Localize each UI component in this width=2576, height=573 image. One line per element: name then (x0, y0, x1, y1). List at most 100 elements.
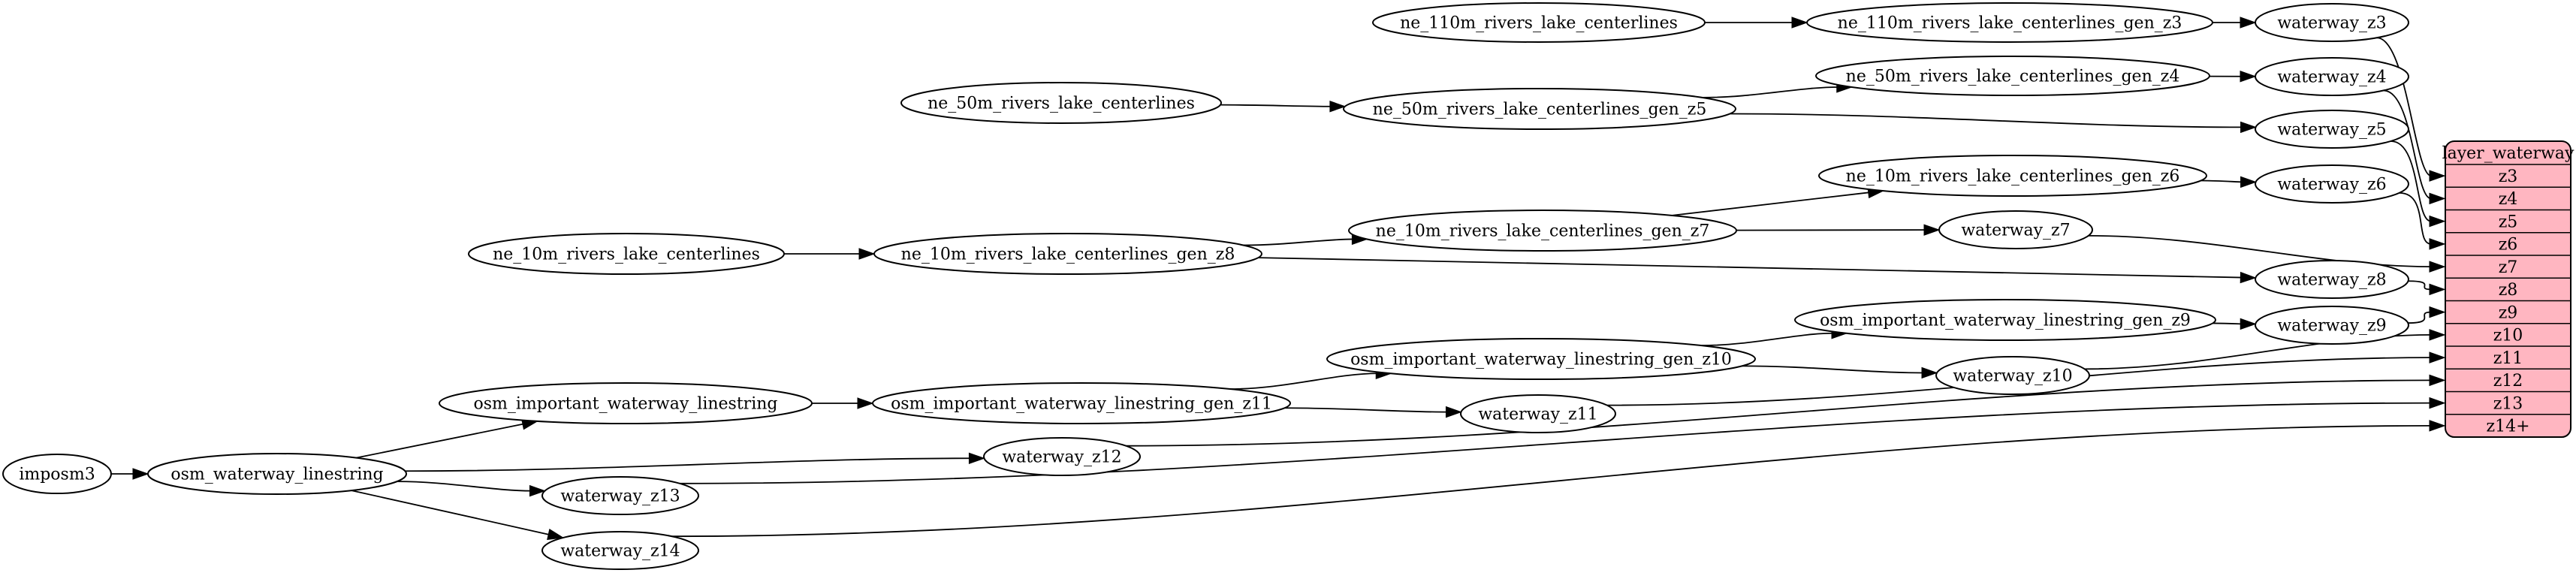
edge-ne_50m_rivers_lake_centerlines_gen_z5-to-ne_50m_rivers_lake_centerlines_gen_z4 (1702, 81, 1854, 98)
table-row-z5: z5 (2499, 213, 2518, 231)
node-ne_10m_rivers_lake_centerlines_gen_z6: ne_10m_rivers_lake_centerlines_gen_z6 (1818, 155, 2207, 197)
node-waterway_z5: waterway_z5 (2255, 110, 2409, 149)
nodes-layer: imposm3 osm_waterway_linestring osm_import… (2, 2, 2409, 570)
node-osm_important_waterway_linestring_gen_z11: osm_important_waterway_linestring_gen_z1… (872, 382, 1291, 424)
table-row-z13: z13 (2493, 394, 2523, 413)
node-ne_50m_rivers_lake_centerlines_gen_z5: ne_50m_rivers_lake_centerlines_gen_z5 (1343, 88, 1736, 130)
node-ne_50m_rivers_lake_centerlines: ne_50m_rivers_lake_centerlines (900, 82, 1222, 124)
edge-ne_10m_rivers_lake_centerlines-to-ne_10m_rivers_lake_centerlines_gen_z8 (783, 248, 876, 260)
arrowhead-icon (2429, 420, 2446, 432)
node-ne_110m_rivers_lake_centerlines_gen_z3: ne_110m_rivers_lake_centerlines_gen_z3 (1806, 2, 2213, 43)
arrowhead-icon (2429, 351, 2446, 363)
edge-osm_waterway_linestring-to-waterway_z14 (351, 490, 565, 541)
node-ellipse (2255, 57, 2409, 96)
node-label-waterway_z4: waterway_z4 (2277, 68, 2386, 87)
node-label-ne_110m_rivers_lake_centerlines: ne_110m_rivers_lake_centerlines (1400, 14, 1678, 33)
node-ellipse (1815, 56, 2210, 96)
node-waterway_z9: waterway_z9 (2255, 306, 2409, 345)
arrowhead-icon (547, 529, 565, 541)
table-row-z14+: z14+ (2486, 418, 2529, 436)
node-label-osm_waterway_linestring: osm_waterway_linestring (170, 466, 383, 484)
node-osm_important_waterway_linestring_gen_z10: osm_important_waterway_linestring_gen_z1… (1326, 338, 1756, 380)
node-waterway_z11: waterway_z11 (1460, 394, 1616, 433)
node-waterway_z14: waterway_z14 (541, 531, 699, 570)
table-row-z4: z4 (2499, 190, 2518, 209)
arrowhead-icon (2429, 238, 2446, 250)
node-ellipse (147, 453, 407, 495)
node-label-osm_important_waterway_linestring_gen_z9: osm_important_waterway_linestring_gen_z9 (1820, 312, 2191, 330)
node-label-waterway_z5: waterway_z5 (2277, 121, 2386, 140)
edge-osm_waterway_linestring-to-osm_important_waterway_linestring (356, 418, 539, 459)
edge-waterway_z12-to-layer_waterway-z12 (1126, 374, 2446, 447)
node-label-osm_important_waterway_linestring_gen_z10: osm_important_waterway_linestring_gen_z1… (1350, 351, 1732, 369)
node-ne_10m_rivers_lake_centerlines: ne_10m_rivers_lake_centerlines (468, 233, 785, 275)
node-waterway_z3: waterway_z3 (2255, 3, 2409, 42)
table-title: layer_waterway (2442, 144, 2574, 163)
node-label-waterway_z13: waterway_z13 (560, 487, 680, 506)
table-row-z8: z8 (2499, 281, 2518, 300)
edge-waterway_z7-to-layer_waterway-z7 (2088, 234, 2446, 273)
node-ellipse (983, 437, 1141, 476)
arrowhead-icon (2429, 283, 2446, 296)
node-ne_10m_rivers_lake_centerlines_gen_z7: ne_10m_rivers_lake_centerlines_gen_z7 (1348, 210, 1737, 252)
table-row-z9: z9 (2499, 303, 2518, 322)
node-label-ne_10m_rivers_lake_centerlines_gen_z7: ne_10m_rivers_lake_centerlines_gen_z7 (1376, 222, 1710, 241)
arrowhead-icon (2240, 121, 2258, 134)
table-row-z3: z3 (2499, 167, 2518, 186)
arrowhead-icon (2240, 71, 2257, 83)
edge-osm_important_waterway_linestring_gen_z11-to-waterway_z11 (1284, 406, 1462, 418)
arrowhead-icon (1329, 101, 1347, 113)
node-ellipse (1938, 210, 2093, 249)
edge-osm_waterway_linestring-to-waterway_z12 (405, 452, 985, 472)
node-ellipse (541, 476, 699, 515)
node-ne_10m_rivers_lake_centerlines_gen_z8: ne_10m_rivers_lake_centerlines_gen_z8 (873, 233, 1262, 275)
arrowhead-icon (529, 484, 546, 497)
node-osm_waterway_linestring: osm_waterway_linestring (147, 453, 407, 495)
node-label-waterway_z10: waterway_z10 (1953, 367, 2072, 386)
edge-waterway_z8-to-layer_waterway-z8 (2408, 280, 2446, 296)
edge-ne_50m_rivers_lake_centerlines_gen_z5-to-waterway_z5 (1730, 113, 2258, 134)
node-ellipse (2255, 3, 2409, 42)
edge-imposm3-to-osm_waterway_linestring (110, 468, 149, 480)
node-ellipse (1326, 338, 1756, 380)
arrowhead-icon (1445, 406, 1462, 418)
arrowhead-icon (858, 248, 876, 260)
table-background (2445, 140, 2571, 438)
table-row-z10: z10 (2493, 327, 2523, 345)
node-label-ne_10m_rivers_lake_centerlines: ne_10m_rivers_lake_centerlines (493, 246, 760, 264)
arrowhead-icon (1923, 224, 1941, 236)
edge-ne_10m_rivers_lake_centerlines_gen_z8-to-ne_10m_rivers_lake_centerlines_gen_z7 (1243, 233, 1368, 246)
arrowhead-icon (2429, 170, 2446, 182)
node-ne_50m_rivers_lake_centerlines_gen_z4: ne_50m_rivers_lake_centerlines_gen_z4 (1815, 56, 2210, 96)
node-label-ne_110m_rivers_lake_centerlines_gen_z3: ne_110m_rivers_lake_centerlines_gen_z3 (1838, 14, 2182, 33)
edge-osm_important_waterway_linestring_gen_z10-to-waterway_z10 (1742, 365, 1938, 379)
node-label-ne_10m_rivers_lake_centerlines_gen_z8: ne_10m_rivers_lake_centerlines_gen_z8 (901, 246, 1235, 264)
node-ellipse (1343, 88, 1736, 130)
node-osm_important_waterway_linestring: osm_important_waterway_linestring (439, 382, 813, 424)
node-imposm3: imposm3 (2, 454, 112, 494)
node-ellipse (1935, 356, 2090, 395)
node-ellipse (2, 454, 112, 494)
arrowhead-icon (1921, 366, 1938, 379)
arrowhead-icon (2429, 397, 2446, 409)
node-waterway_z6: waterway_z6 (2255, 164, 2409, 204)
node-ellipse (468, 233, 785, 275)
node-label-ne_50m_rivers_lake_centerlines: ne_50m_rivers_lake_centerlines (928, 95, 1195, 113)
edge-osm_waterway_linestring-to-waterway_z13 (397, 481, 546, 497)
node-ellipse (1348, 210, 1737, 252)
arrowhead-icon (1791, 17, 1808, 29)
edge-ne_110m_rivers_lake_centerlines-to-ne_110m_rivers_lake_centerlines_gen_z3 (1705, 17, 1808, 29)
node-label-osm_important_waterway_linestring: osm_important_waterway_linestring (473, 395, 777, 414)
node-label-ne_10m_rivers_lake_centerlines_gen_z6: ne_10m_rivers_lake_centerlines_gen_z6 (1846, 167, 2180, 186)
node-ellipse (439, 382, 813, 424)
node-waterway_z7: waterway_z7 (1938, 210, 2093, 249)
node-waterway_z12: waterway_z12 (983, 437, 1141, 476)
arrowhead-icon (2240, 176, 2258, 188)
edge-ne_50m_rivers_lake_centerlines_gen_z4-to-waterway_z4 (2209, 71, 2257, 83)
arrowhead-icon (2429, 261, 2446, 273)
arrowhead-icon (2429, 306, 2446, 318)
arrowhead-icon (2429, 374, 2446, 387)
node-label-waterway_z9: waterway_z9 (2277, 317, 2386, 336)
node-waterway_z8: waterway_z8 (2255, 260, 2409, 299)
edge-waterway_z3-to-layer_waterway-z3 (2376, 37, 2446, 182)
